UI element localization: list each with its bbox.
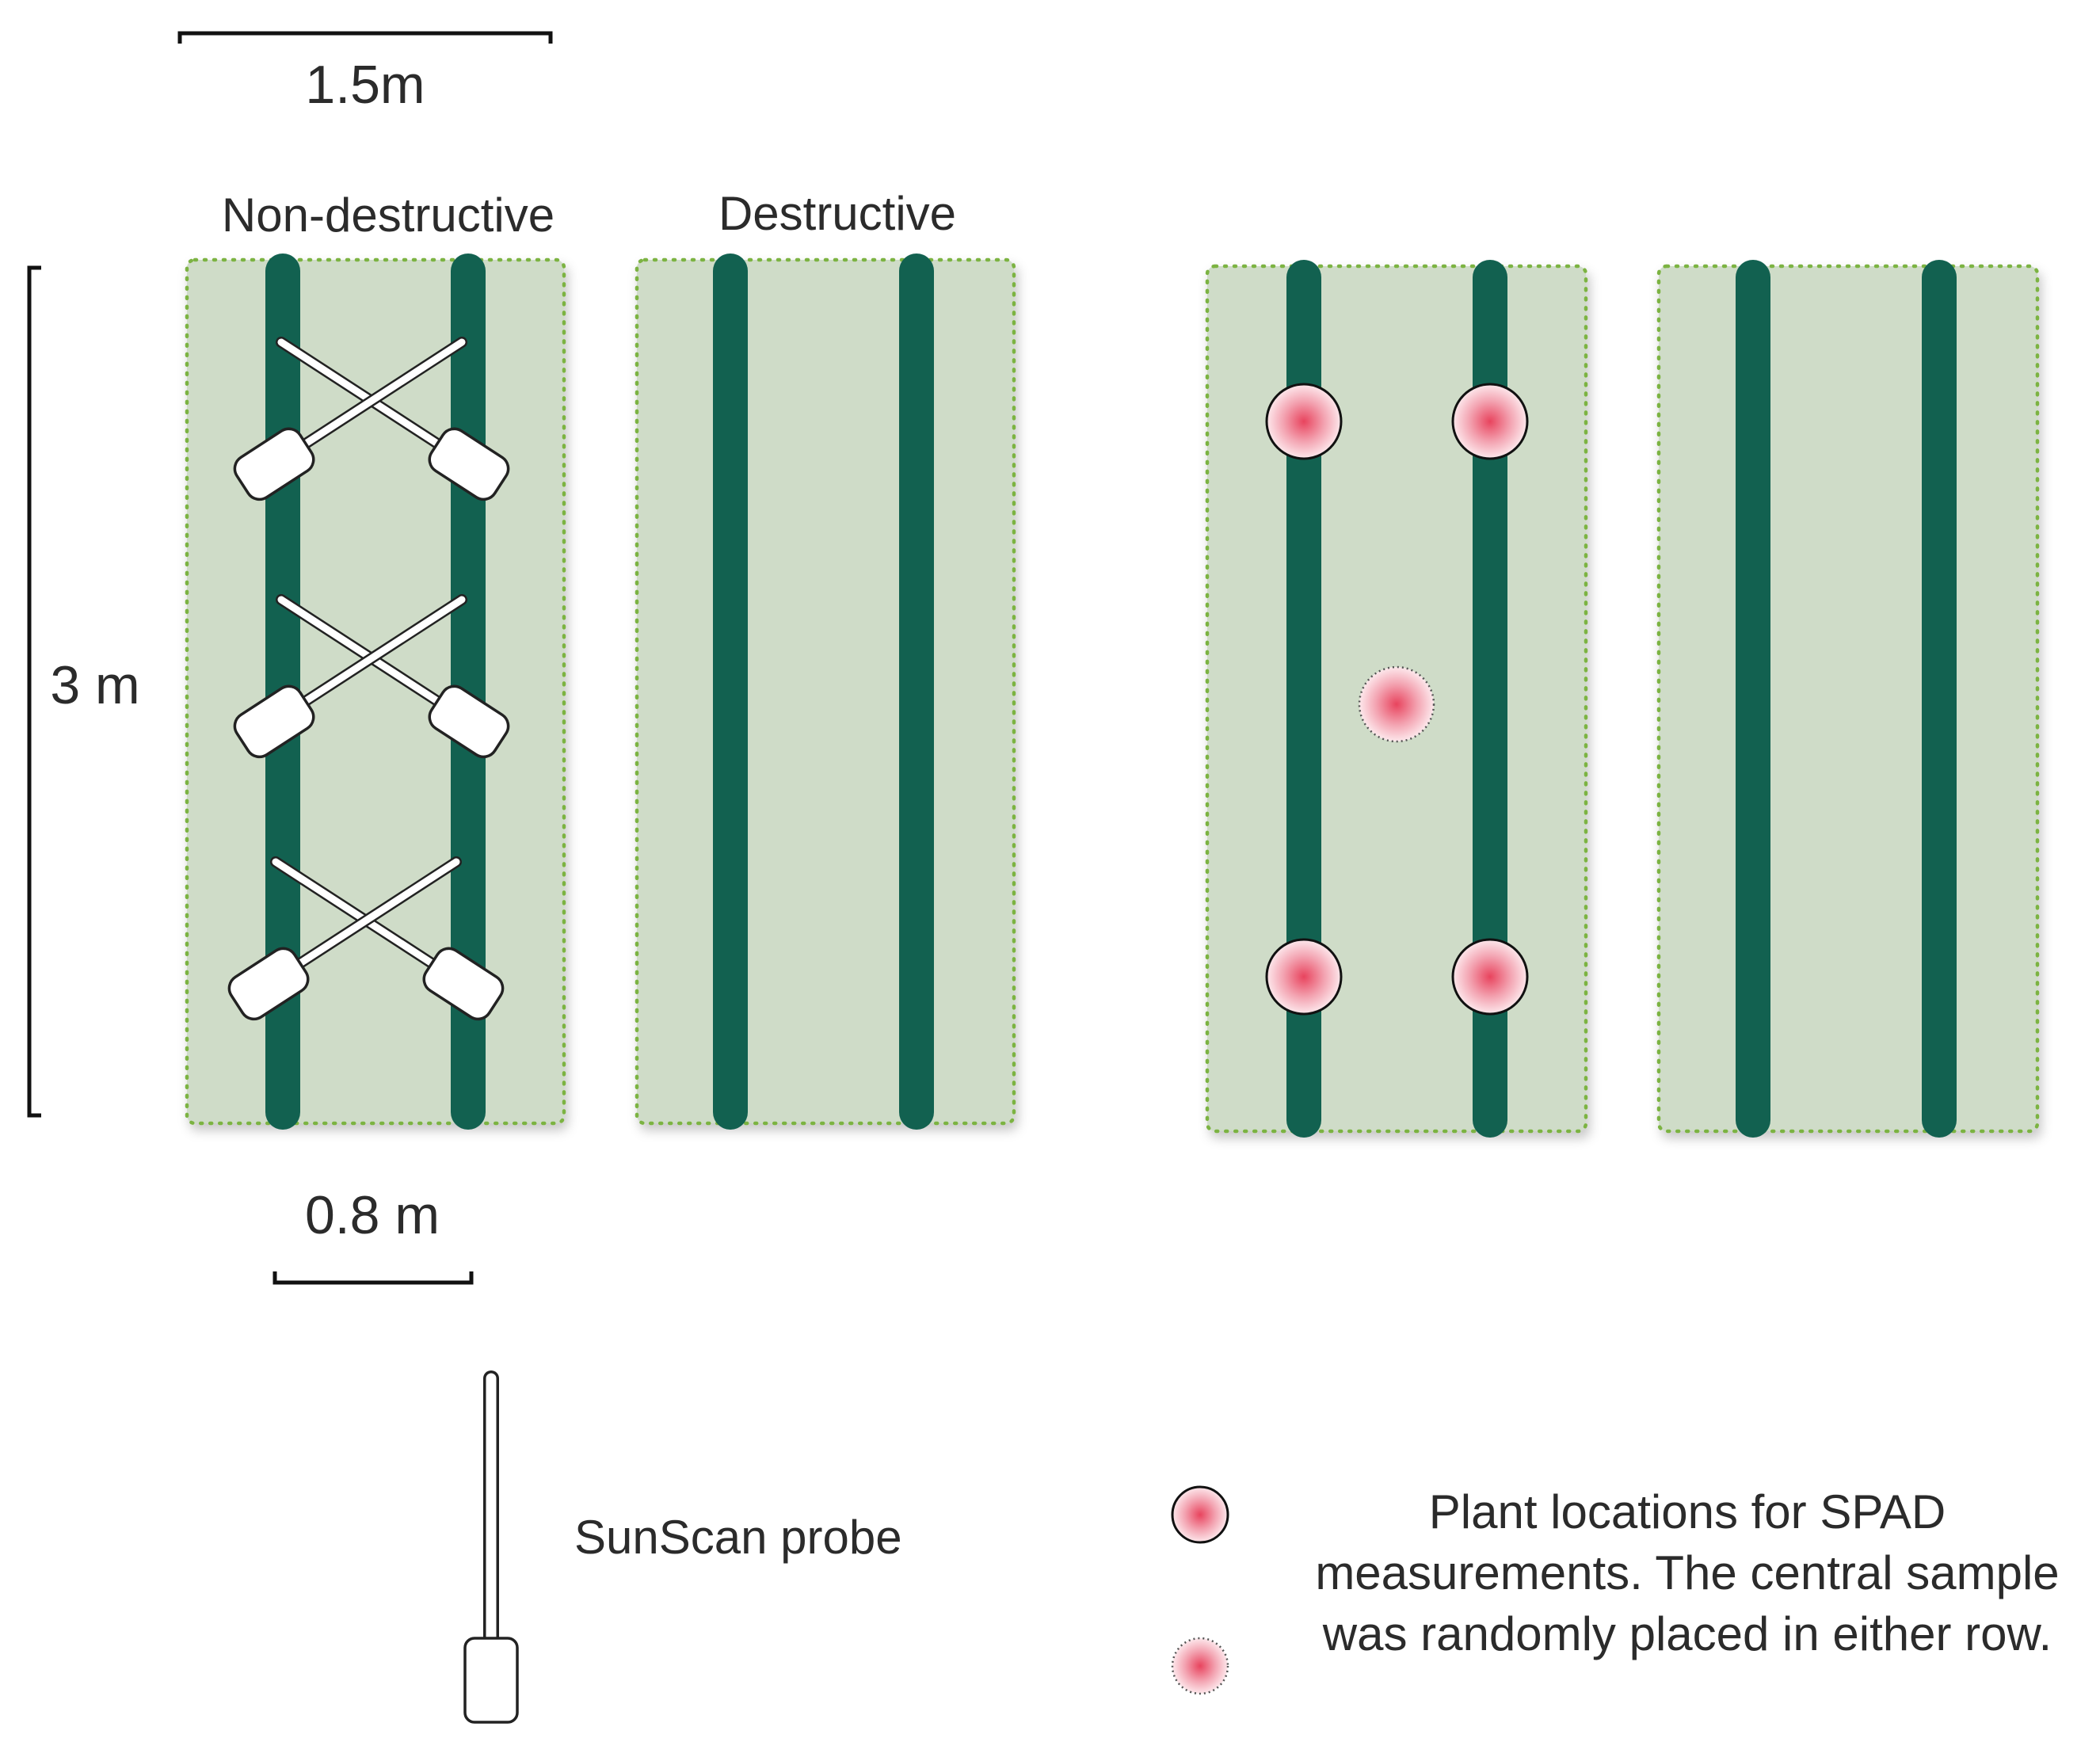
spad-sample-marker <box>1451 383 1529 460</box>
legend-label-sunscan: SunScan probe <box>574 1511 902 1564</box>
scale-label-height: 3 m <box>50 655 139 715</box>
scale-bar-left: 3 m <box>27 265 140 1118</box>
scale-bracket-left <box>27 265 41 1118</box>
plot-spad <box>1205 260 1588 1138</box>
legend-spad: Plant locations for SPAD measurements. T… <box>1171 1485 2060 1695</box>
title-destructive: Destructive <box>718 187 956 240</box>
title-non-destructive: Non-destructive <box>222 189 555 242</box>
legend-spad-line-1: Plant locations for SPAD <box>1429 1485 1946 1538</box>
scale-label-bottom: 0.8 m <box>305 1185 440 1245</box>
scale-bar-bottom: 0.8 m <box>273 1185 474 1285</box>
spad-sample-marker <box>1265 383 1343 460</box>
scale-bracket-top <box>177 31 553 44</box>
scale-label-top: 1.5m <box>305 55 425 115</box>
sunscan-probe-icon <box>463 1370 519 1724</box>
spad-sample-marker <box>1451 938 1529 1016</box>
legend-sunscan: SunScan probe <box>463 1370 902 1724</box>
spad-central-sample-marker <box>1358 665 1435 743</box>
scale-bracket-bottom <box>273 1271 474 1285</box>
legend-spad-line-3: was randomly placed in either row. <box>1322 1607 2052 1660</box>
plot-destructive <box>635 253 1016 1130</box>
spad-sample-marker <box>1265 938 1343 1016</box>
plot-area <box>1656 264 2040 1134</box>
scale-bar-top: 1.5m <box>177 31 553 115</box>
spad-central-sample-marker-icon <box>1171 1637 1229 1695</box>
plot-non-destructive <box>185 253 566 1130</box>
legend-spad-line-2: measurements. The central sample <box>1315 1546 2059 1599</box>
plot-plain <box>1656 260 2040 1138</box>
plot-area <box>635 257 1016 1126</box>
spad-sample-marker-icon <box>1171 1485 1229 1544</box>
